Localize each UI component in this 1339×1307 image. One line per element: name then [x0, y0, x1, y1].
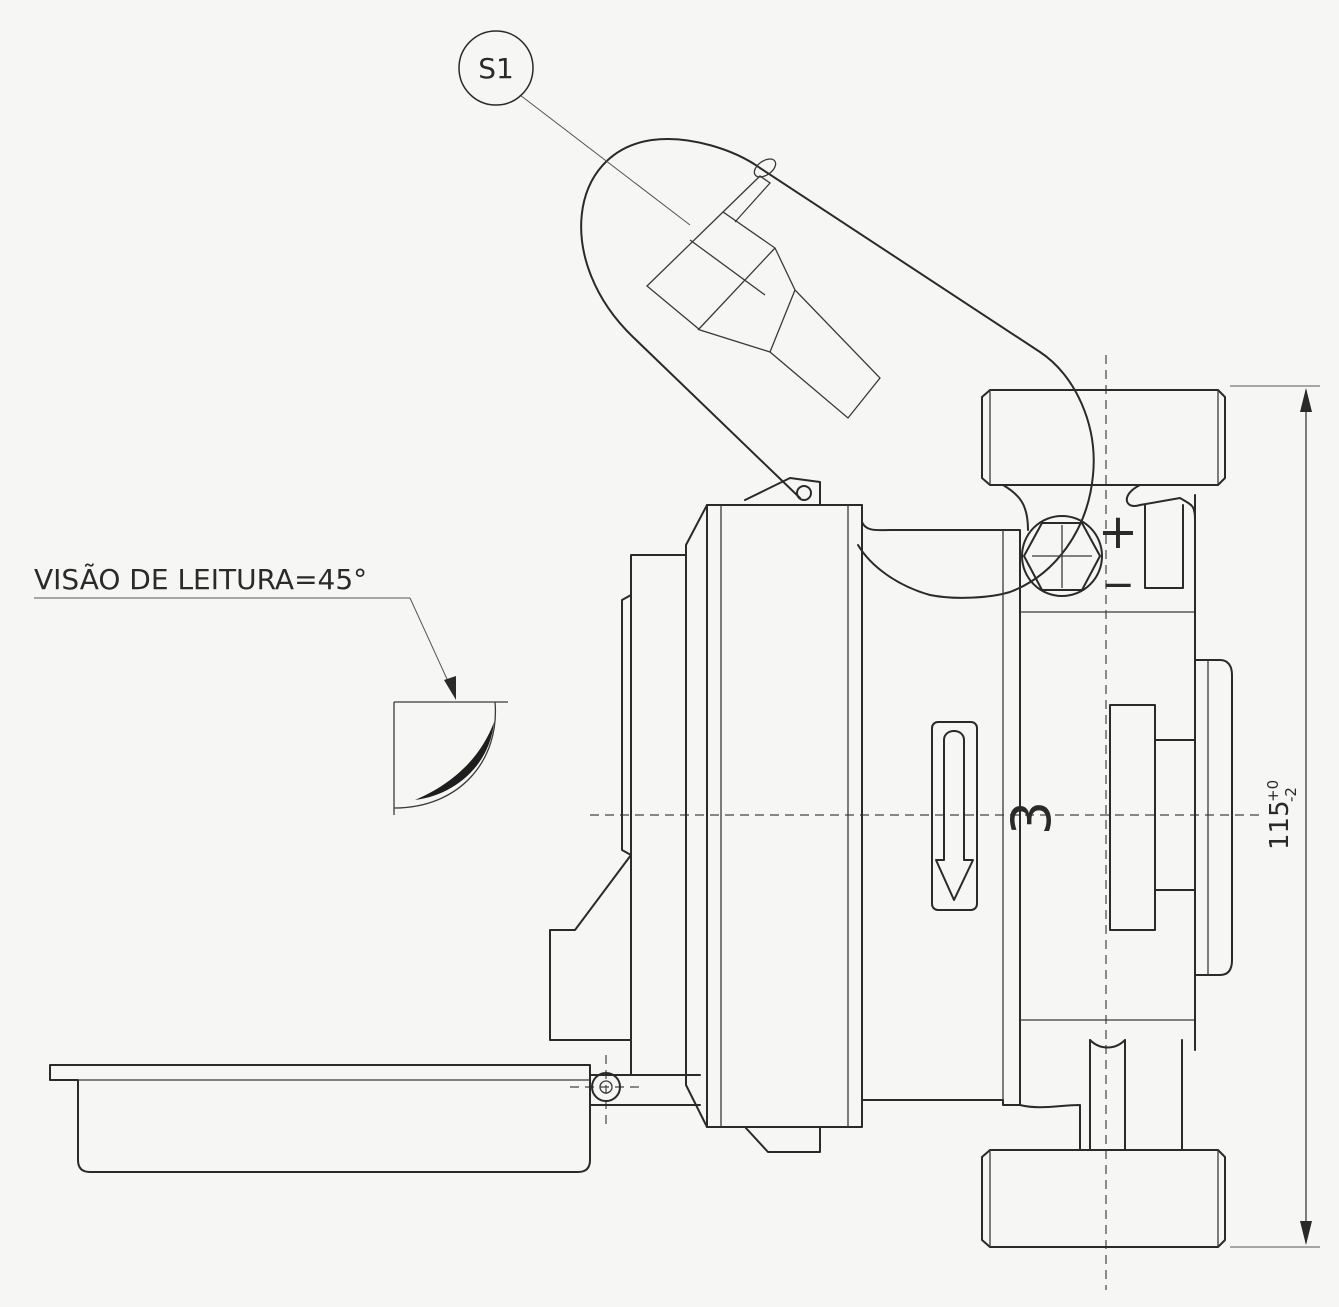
meter-lid — [580, 138, 1095, 599]
dimension-lower-tolerance: -2 — [1282, 787, 1300, 802]
balloon-label: S1 — [478, 52, 514, 85]
adjuster-nut: + − — [1021, 504, 1138, 608]
meter-body — [549, 477, 1196, 1153]
plus-mark: + — [1098, 504, 1138, 560]
height-dimension: 115 +0 -2 — [1230, 385, 1320, 1248]
center-lines — [570, 355, 1260, 1290]
lower-connector — [981, 1039, 1226, 1248]
reading-note-text: VISÃO DE LEITURA=45° — [34, 563, 367, 596]
lower-tray — [49, 1064, 701, 1173]
upper-connector — [981, 389, 1226, 589]
dimension-value: 115 — [1265, 800, 1295, 850]
balloon-leader — [519, 94, 691, 226]
lid-stylus-detail — [646, 175, 881, 419]
side-box — [1109, 659, 1233, 976]
flow-arrow-panel: 3 — [931, 721, 1063, 911]
minus-mark: − — [1101, 562, 1135, 608]
dimension-upper-tolerance: +0 — [1264, 780, 1282, 802]
reading-angle-note: VISÃO DE LEITURA=45° — [34, 563, 508, 815]
number-mark: 3 — [1000, 801, 1063, 835]
part-balloon-s1: S1 — [458, 30, 534, 106]
